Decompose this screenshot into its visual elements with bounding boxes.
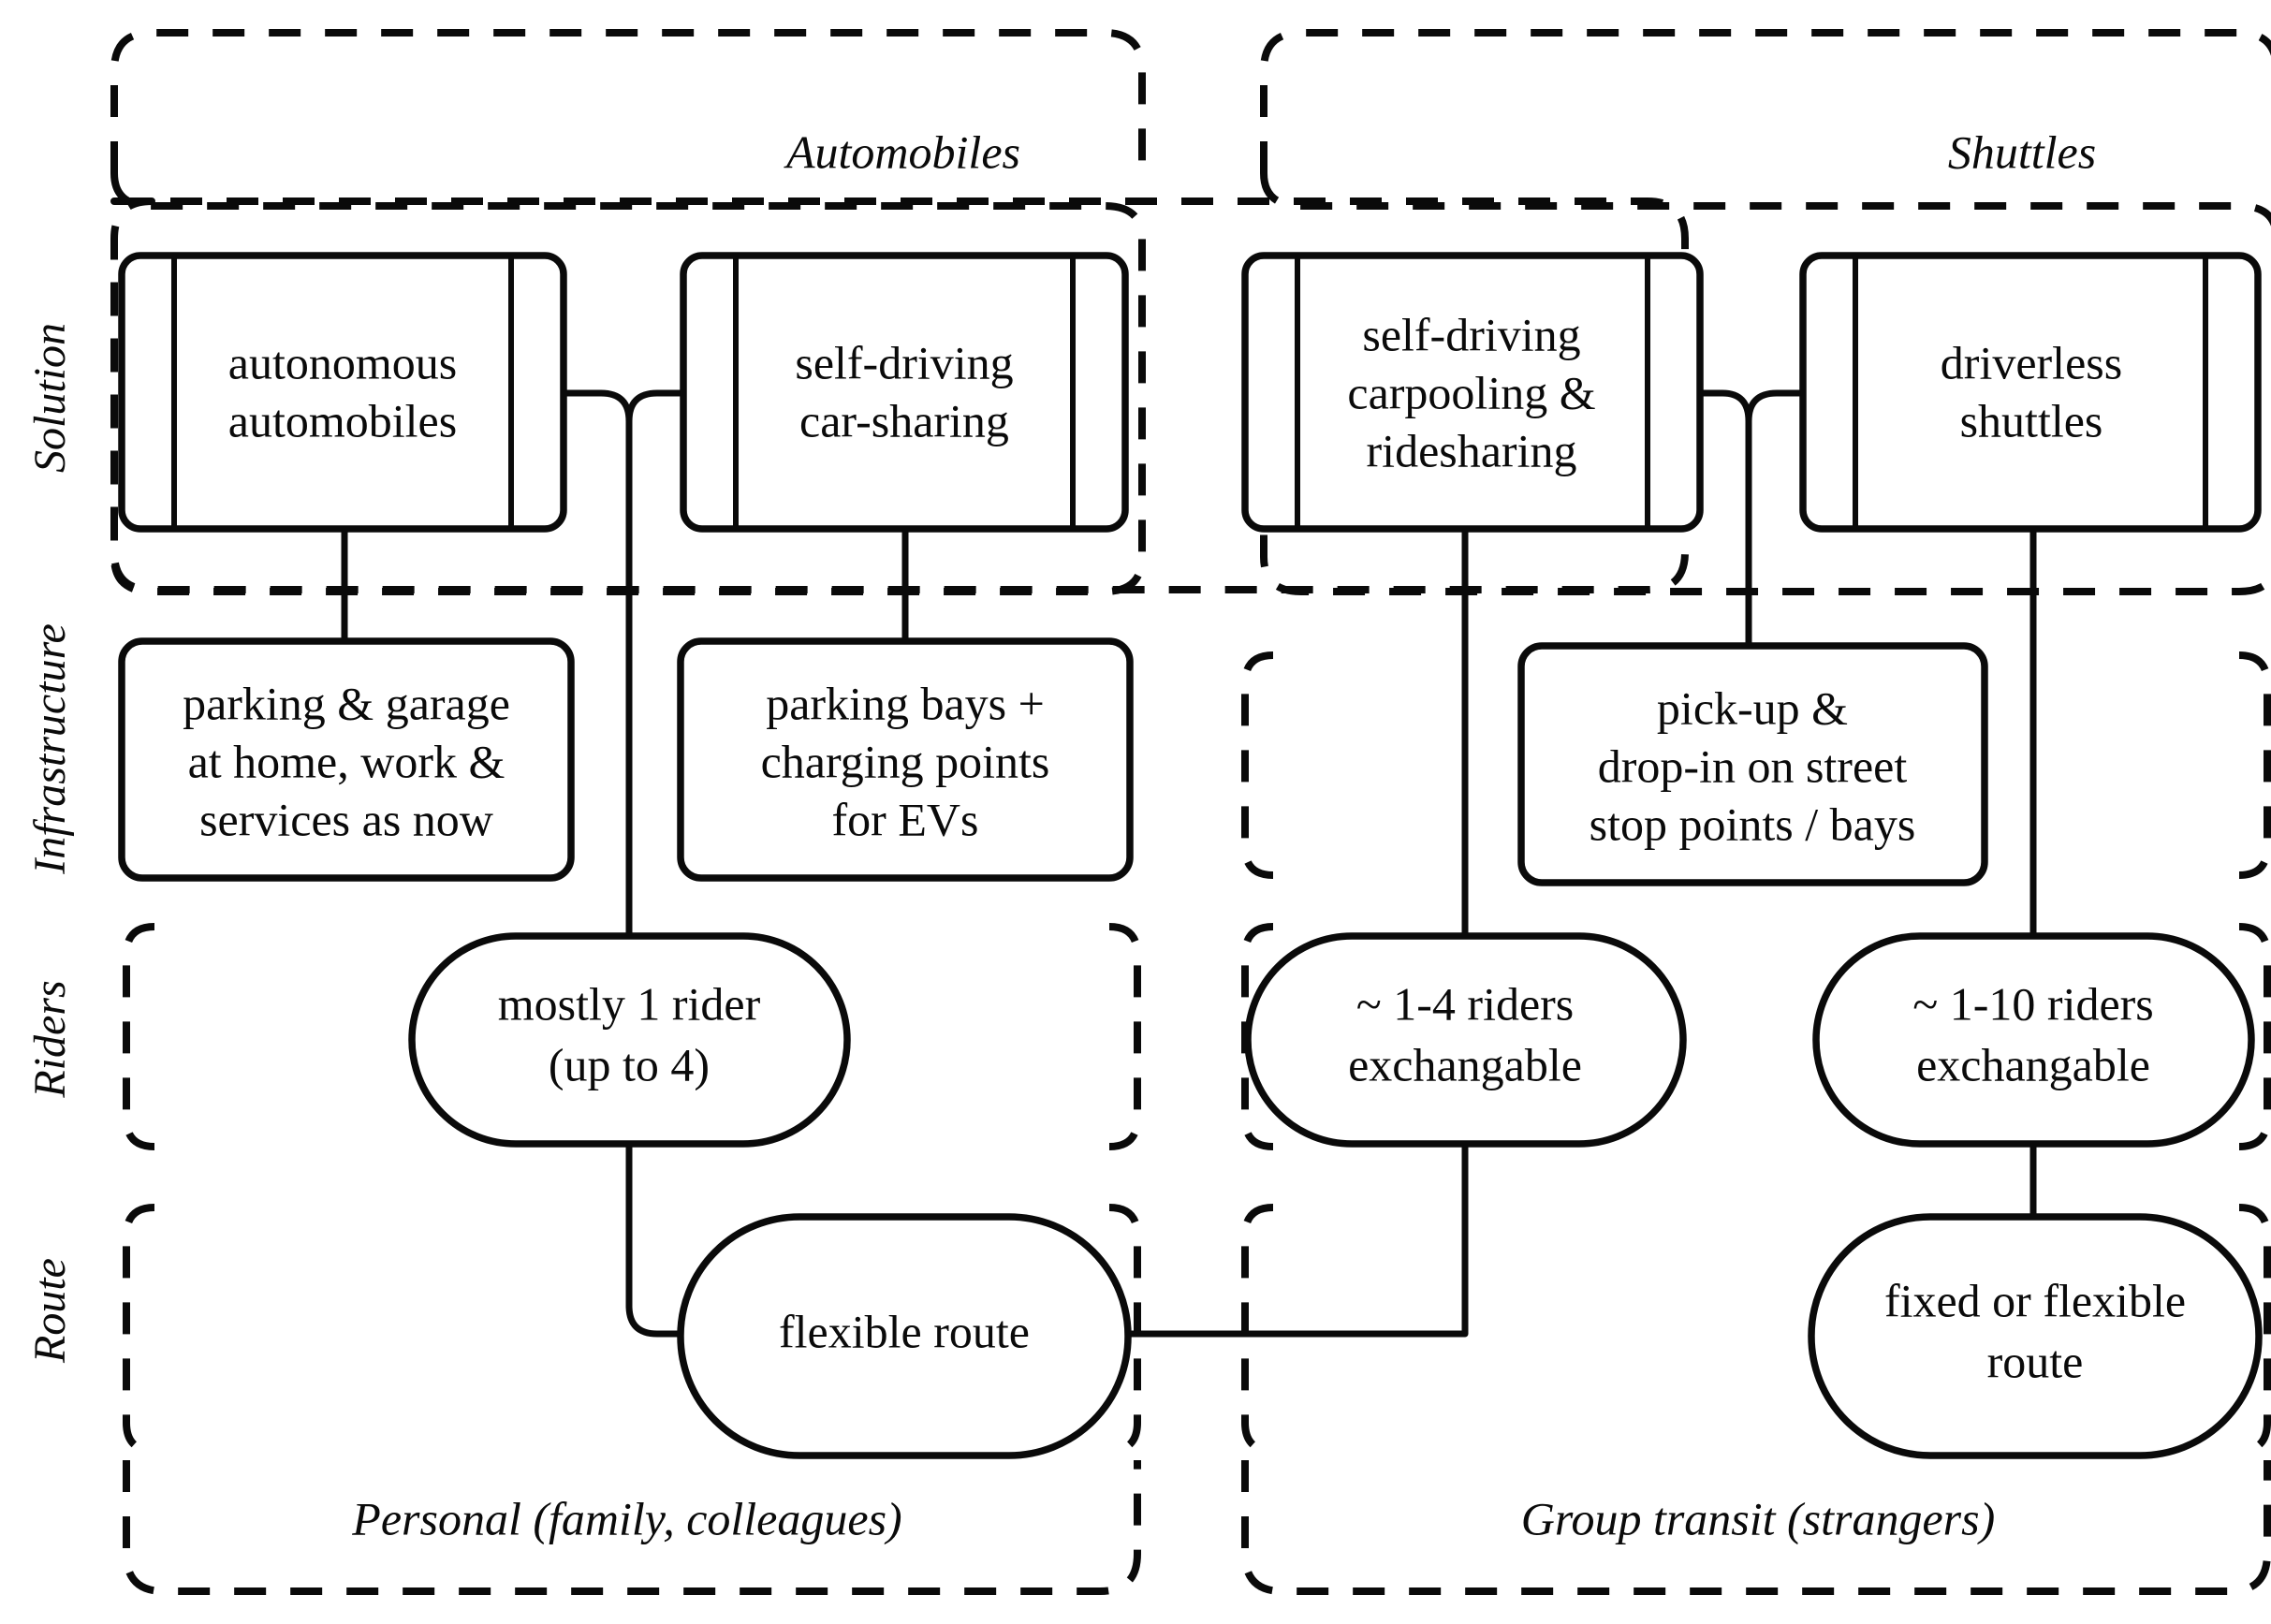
group-solution-band-shuttles bbox=[1260, 172, 2271, 595]
node-label-line-2: services as now bbox=[199, 793, 493, 845]
group-group-transit-outer bbox=[1241, 1460, 2271, 1595]
node-label-line-1: carpooling & bbox=[1347, 366, 1595, 418]
group-label-automobiles: Automobiles bbox=[784, 125, 1020, 178]
node-self-driving-car-sharing[interactable]: self-driving car-sharing bbox=[680, 252, 1129, 533]
group-solution-band-automobiles bbox=[110, 172, 1146, 595]
group-solution-automobiles bbox=[110, 198, 1689, 593]
group-label-group-transit: Group transit (strangers) bbox=[1521, 1492, 1996, 1544]
connector-riders14-to-flexible-route bbox=[1128, 1144, 1469, 1338]
node-autonomous-automobiles[interactable]: autonomous automobiles bbox=[118, 252, 567, 533]
node-label-line-1: shuttles bbox=[1960, 394, 2103, 446]
row-label-solution: Solution bbox=[25, 323, 75, 473]
connector-rider-to-flexible-route bbox=[625, 1144, 693, 1338]
node-label-line-1: exchangable bbox=[1916, 1038, 2150, 1090]
node-label-line-2: stop points / bays bbox=[1590, 797, 1916, 850]
node-mostly-1-rider[interactable]: mostly 1 rider (up to 4) bbox=[408, 932, 851, 1148]
node-label-line-2: for EVs bbox=[832, 793, 979, 845]
node-label-line-1: at home, work & bbox=[188, 735, 505, 787]
node-label-line-1: route bbox=[1987, 1335, 2084, 1387]
node-label-line-0: pick-up & bbox=[1657, 681, 1848, 734]
group-label-personal: Personal (family, colleagues) bbox=[351, 1492, 901, 1544]
node-label-line-0: ~ 1-10 riders bbox=[1912, 977, 2154, 1030]
node-label-line-0: driverless bbox=[1941, 336, 2122, 388]
node-label-line-0: fixed or flexible bbox=[1884, 1274, 2186, 1326]
node-label-line-1: exchangable bbox=[1348, 1038, 1582, 1090]
connector-layer bbox=[341, 389, 2037, 1338]
connector-merge-left-left-arm bbox=[625, 389, 693, 422]
node-label-line-1: (up to 4) bbox=[549, 1038, 710, 1090]
node-1-10-riders-exchangable[interactable]: ~ 1-10 riders exchangable bbox=[1812, 932, 2255, 1148]
group-infrastructure-right bbox=[1241, 651, 2271, 879]
node-label-line-0: ~ 1-4 riders bbox=[1356, 977, 1575, 1030]
node-pickup-dropin-on-street[interactable]: pick-up & drop-in on street stop points … bbox=[1517, 642, 1988, 886]
row-label-route: Route bbox=[25, 1258, 75, 1364]
node-label-line-1: car-sharing bbox=[799, 394, 1009, 446]
node-driverless-shuttles[interactable]: driverless shuttles bbox=[1799, 252, 2262, 533]
node-parking-bays-charging-points[interactable]: parking bays + charging points for EVs bbox=[677, 637, 1134, 882]
node-label-line-0: autonomous bbox=[228, 336, 457, 388]
connector-merge-right-right-arm bbox=[1745, 389, 1812, 422]
group-route-left bbox=[123, 1204, 1141, 1455]
group-personal-outer bbox=[123, 1460, 1141, 1595]
node-label-line-0: self-driving bbox=[795, 336, 1013, 388]
row-label-riders: Riders bbox=[25, 980, 75, 1098]
row-label-infrastructure: Infrastructure bbox=[25, 623, 75, 875]
node-label-line-0: mostly 1 rider bbox=[498, 977, 761, 1030]
node-label-line-1: automobiles bbox=[228, 394, 457, 446]
node-label-line-1: drop-in on street bbox=[1598, 739, 1908, 792]
node-label-line-1: charging points bbox=[761, 735, 1050, 787]
group-route-right bbox=[1241, 1204, 2271, 1455]
node-flexible-route[interactable]: flexible route bbox=[677, 1213, 1132, 1459]
node-label-line-0: flexible route bbox=[779, 1305, 1030, 1357]
node-label-line-0: self-driving bbox=[1362, 308, 1580, 360]
node-label-line-0: parking bays + bbox=[766, 677, 1045, 729]
node-self-driving-carpooling-ridesharing[interactable]: self-driving carpooling & ridesharing bbox=[1241, 252, 1704, 533]
group-shuttles-outer bbox=[1260, 29, 2271, 173]
node-parking-garage-home-work[interactable]: parking & garage at home, work & service… bbox=[118, 637, 575, 882]
group-label-shuttles: Shuttles bbox=[1948, 125, 2096, 178]
node-fixed-or-flexible-route[interactable]: fixed or flexible route bbox=[1808, 1213, 2263, 1459]
group-automobiles-outer bbox=[110, 29, 1146, 173]
node-label-line-2: ridesharing bbox=[1367, 424, 1577, 476]
node-1-4-riders-exchangable[interactable]: ~ 1-4 riders exchangable bbox=[1244, 932, 1687, 1148]
group-riders-left bbox=[123, 923, 1141, 1150]
node-label-line-0: parking & garage bbox=[183, 677, 510, 729]
